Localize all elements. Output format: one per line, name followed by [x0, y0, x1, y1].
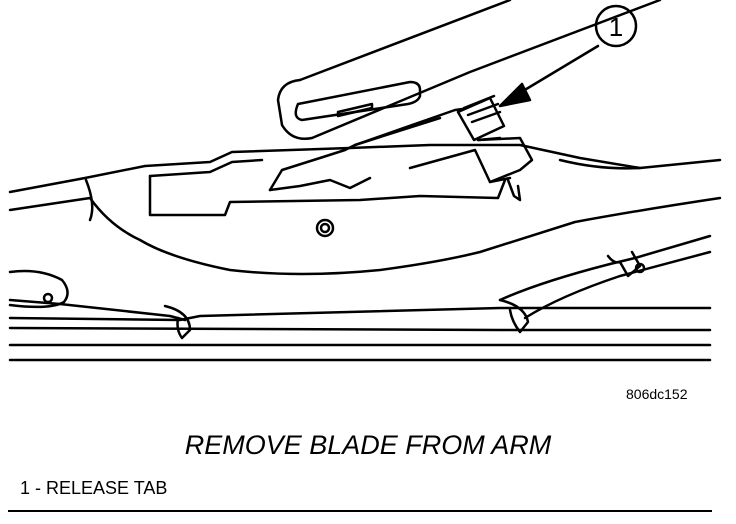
wiper-blade: [8, 234, 712, 362]
legend-item: 1 - RELEASE TAB: [20, 478, 167, 499]
callout-number: 1: [609, 12, 623, 42]
legend-label: RELEASE TAB: [46, 478, 168, 498]
blade-adapter: [8, 106, 722, 276]
callout-circle: [594, 4, 638, 48]
legend-number: 1: [20, 478, 31, 498]
callout-arrow: [498, 44, 600, 108]
bottom-rule: [8, 510, 712, 512]
image-code: 806dc152: [626, 386, 688, 402]
wiper-arm: [276, 0, 662, 140]
figure-title: REMOVE BLADE FROM ARM: [184, 430, 552, 460]
legend-separator: -: [30, 478, 47, 498]
release-tab: [456, 94, 506, 142]
